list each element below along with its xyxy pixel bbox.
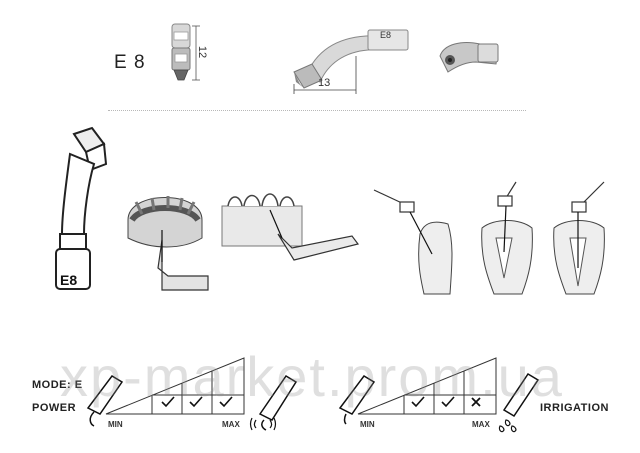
dimension-height-label: 12 xyxy=(196,45,209,59)
dimension-length-label: 13 xyxy=(318,77,331,89)
tip-3d-view xyxy=(439,42,499,73)
irrigation-scale-graphic xyxy=(338,357,497,425)
jaw-illustration xyxy=(127,196,209,291)
power-check-icon xyxy=(189,396,203,408)
power-check-icon xyxy=(219,396,233,408)
mode-label: MODE: E xyxy=(32,379,83,391)
endo-step-1 xyxy=(373,189,453,295)
tip-illustration-label: E8 xyxy=(60,272,78,288)
irrigation-max-label: MAX xyxy=(472,420,490,429)
power-check-icon xyxy=(161,396,175,408)
irrigation-check-icon xyxy=(411,396,425,408)
power-label: POWER xyxy=(32,402,77,414)
model-label: E 8 xyxy=(114,52,146,73)
power-scale-graphic xyxy=(86,357,245,427)
irrigation-label: IRRIGATION xyxy=(540,402,609,414)
endo-step-2 xyxy=(481,181,533,295)
power-max-label: MAX xyxy=(222,420,240,429)
tip-engraving-label: E8 xyxy=(380,30,392,40)
irrigation-min-label: MIN xyxy=(360,420,375,429)
section-divider xyxy=(108,110,526,111)
endo-step-3 xyxy=(553,181,605,295)
irrigation-check-icon xyxy=(441,396,455,408)
tip-side-view xyxy=(171,23,200,81)
vibration-handpiece-icon xyxy=(249,374,298,431)
power-min-label: MIN xyxy=(108,420,123,429)
irrigation-cross-icon xyxy=(471,397,481,407)
water-handpiece-icon xyxy=(498,372,540,433)
tip-angled-view xyxy=(293,29,409,94)
teeth-illustration xyxy=(221,193,360,261)
watermark: xp-market.prom.ua xyxy=(60,345,564,408)
tip-illustration xyxy=(55,126,108,290)
